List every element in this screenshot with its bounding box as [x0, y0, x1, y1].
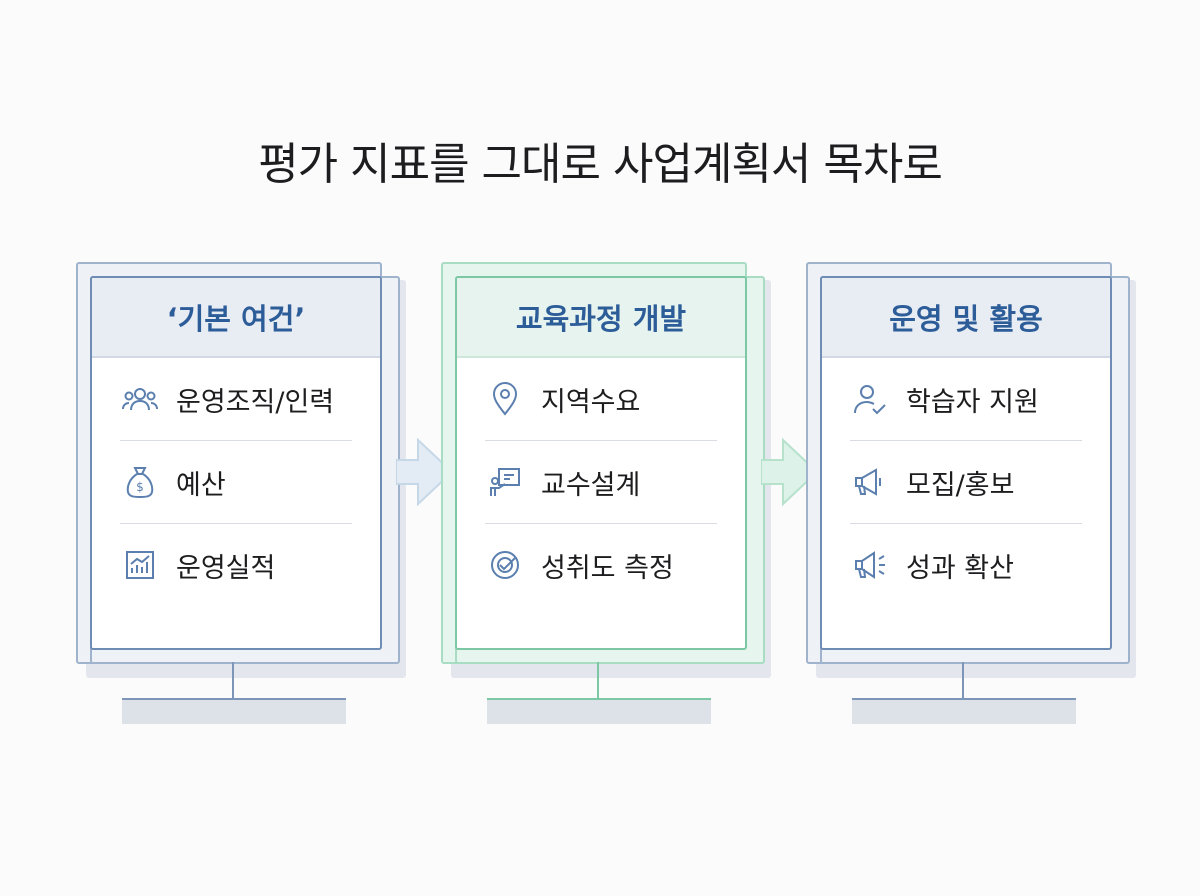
panel-stand-base — [122, 698, 346, 724]
list-item: 성취도 측정 — [485, 524, 717, 606]
panel-operation-utilization: 운영 및 활용 학습자 지원 모집/홍보 — [806, 262, 1136, 724]
list-item: 학습자 지원 — [850, 358, 1082, 441]
panel-basic-conditions: ‘기본 여건’ 운영조직/인력 $ — [76, 262, 406, 724]
panel-heading: 운영 및 활용 — [822, 278, 1110, 358]
panel-heading: 교육과정 개발 — [457, 278, 745, 358]
panel-card: ‘기본 여건’ 운영조직/인력 $ — [90, 276, 382, 650]
panel-stand-base — [487, 698, 711, 724]
panel-stand-stem — [232, 662, 234, 700]
item-label: 예산 — [176, 469, 226, 501]
arrow-right-icon — [395, 432, 456, 512]
people-icon — [122, 381, 158, 417]
panel-curriculum-development: 교육과정 개발 지역수요 교수설계 — [441, 262, 771, 724]
panel-stand-stem — [962, 662, 964, 700]
item-label: 교수설계 — [541, 469, 641, 501]
arrow-right-icon — [760, 432, 821, 512]
item-label: 운영조직/인력 — [176, 386, 335, 418]
chart-icon — [122, 547, 158, 583]
panel-card: 운영 및 활용 학습자 지원 모집/홍보 — [820, 276, 1112, 650]
item-label: 지역수요 — [541, 386, 641, 418]
list-item: 운영조직/인력 — [120, 358, 352, 441]
item-label: 모집/홍보 — [906, 469, 1015, 501]
money-bag-icon: $ — [122, 464, 158, 500]
panel-heading: ‘기본 여건’ — [92, 278, 380, 358]
panel-stand-stem — [597, 662, 599, 700]
target-check-icon — [487, 547, 523, 583]
item-label: 성취도 측정 — [541, 552, 674, 584]
list-item: $ 예산 — [120, 441, 352, 524]
megaphone-icon — [852, 464, 888, 500]
svg-text:$: $ — [136, 480, 144, 494]
list-item: 모집/홍보 — [850, 441, 1082, 524]
panel-card: 교육과정 개발 지역수요 교수설계 — [455, 276, 747, 650]
list-item: 지역수요 — [485, 358, 717, 441]
location-pin-icon — [487, 381, 523, 417]
panel-stand-base — [852, 698, 1076, 724]
megaphone-sound-icon — [852, 547, 888, 583]
list-item: 운영실적 — [120, 524, 352, 606]
item-label: 성과 확산 — [906, 552, 1014, 584]
page-title: 평가 지표를 그대로 사업계획서 목차로 — [258, 139, 943, 190]
item-label: 운영실적 — [176, 552, 276, 584]
list-item: 교수설계 — [485, 441, 717, 524]
presentation-icon — [487, 464, 523, 500]
list-item: 성과 확산 — [850, 524, 1082, 606]
user-check-icon — [852, 381, 888, 417]
item-label: 학습자 지원 — [906, 386, 1039, 418]
